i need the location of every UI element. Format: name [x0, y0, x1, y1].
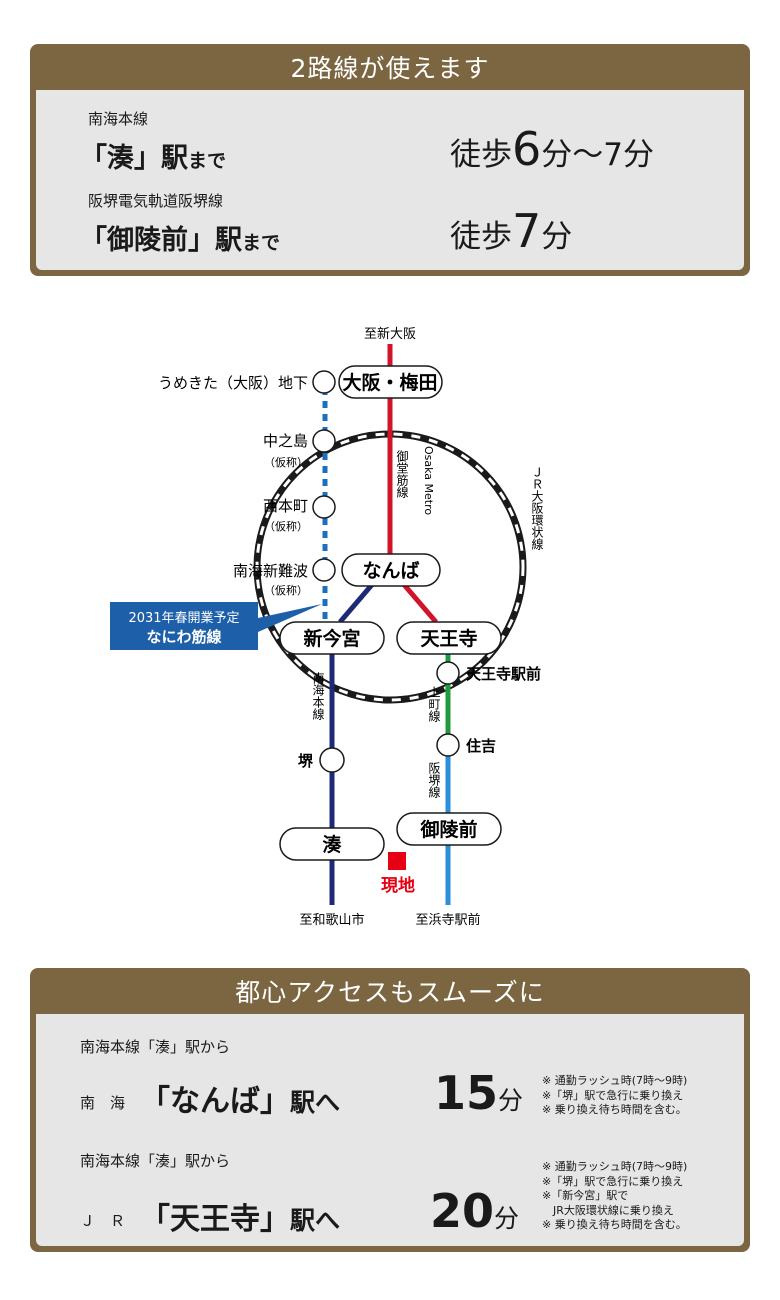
uemachi-line-label: 上町線	[427, 686, 441, 722]
umekita-station	[312, 370, 336, 394]
namba-note: ※「堺」駅で急行に乗り換え	[542, 1088, 684, 1102]
minato-station-label: 「湊」駅まで	[80, 143, 227, 174]
nakanoshima-label: 中之島	[263, 432, 308, 450]
site-marker-icon	[388, 852, 406, 870]
osaka-umeda-label: 大阪・梅田	[342, 371, 437, 394]
tennoji-note: ※「堺」駅で急行に乗り換え	[542, 1174, 684, 1188]
namba-station	[341, 553, 441, 587]
hankai-line-label: 阪堺線	[427, 762, 441, 798]
naniwa-open-label: 2031年春開業予定	[128, 610, 239, 626]
tennoji-ekimae-label: 天王寺駅前	[466, 665, 541, 683]
midosuji-line-name: 御堂筋線	[395, 449, 409, 498]
to-shin-osaka-label: 至新大阪	[364, 326, 416, 342]
city-access-header: 都心アクセスもスムーズに	[235, 978, 545, 1007]
goryomae-label: 御陵前	[419, 818, 477, 841]
access-lines-body: 南海本線 「湊」駅まで 徒歩6分〜7分 阪堺電気軌道阪堺線 「御陵前」駅まで 徒…	[36, 90, 744, 270]
tennoji-label: 天王寺	[420, 628, 477, 650]
tennoji-from-label: 南海本線「湊」駅から	[80, 1152, 231, 1170]
naniwa-callout	[110, 602, 322, 650]
goryomae-walk-time: 徒歩7分	[450, 204, 573, 258]
tennoji-note: JR大阪環状線に乗り換え	[542, 1203, 674, 1217]
access-lines-header: 2路線が使えます	[290, 54, 490, 83]
to-wakayama-label: 至和歌山市	[299, 912, 364, 928]
nankai-to-namba	[338, 578, 378, 624]
tennoji-notes: ※ 通勤ラッシュ時(7時〜9時) ※「堺」駅で急行に乗り換え ※「新今宮」駅で …	[542, 1160, 687, 1233]
naniwa-line-label: なにわ筋線	[146, 628, 221, 646]
shin-imamiya-label: 新今宮	[303, 627, 360, 650]
osaka-umeda-station	[338, 365, 443, 399]
city-access-panel: 都心アクセスもスムーズに 南海本線「湊」駅から 南 海 「なんば」駅へ 15分 …	[30, 968, 750, 1252]
minato-walk-time: 徒歩6分〜7分	[450, 122, 655, 176]
tennoji-note: ※ 通勤ラッシュ時(7時〜9時)	[542, 1160, 688, 1173]
midosuji-line-label: Osaka Metro	[422, 446, 435, 515]
minato-label: 湊	[322, 833, 341, 856]
nankai-line-label: 南海本線	[88, 110, 149, 128]
to-hamadera-label: 至浜寺駅前	[415, 912, 480, 928]
city-access-body: 南海本線「湊」駅から 南 海 「なんば」駅へ 15分 ※ 通勤ラッシュ時(7時〜…	[36, 1014, 744, 1246]
site-label: 現地	[381, 875, 415, 896]
shin-imamiya-station	[279, 621, 385, 655]
nishihonmachi-sub: （仮称）	[264, 519, 308, 533]
nishihonmachi-label: 西本町	[263, 497, 308, 515]
namba-note: ※ 通勤ラッシュ時(7時〜9時)	[542, 1074, 688, 1087]
tennoji-travel-time: 20分	[430, 1184, 520, 1238]
namba-label: なんば	[362, 560, 419, 582]
tennoji-line-label: Ｊ Ｒ	[80, 1212, 126, 1230]
sakai-station	[319, 747, 345, 773]
namba-line-label: 南 海	[80, 1094, 126, 1112]
nishihonmachi-station	[312, 495, 336, 519]
route-map: 至新大阪 至和歌山市 至浜寺駅前 大阪・梅田 うめきた（大阪）地下 中之島 （仮…	[0, 300, 780, 950]
namba-travel-time: 15分	[434, 1066, 524, 1120]
hankai-line-label: 阪堺電気軌道阪堺線	[88, 192, 224, 210]
minato-station	[279, 827, 385, 861]
namba-dest-label: 「なんば」駅へ	[140, 1084, 341, 1119]
nankai-shin-namba-sub: （仮称）	[264, 583, 308, 597]
nankai-shin-namba-station	[312, 558, 336, 582]
nakanoshima-station	[312, 429, 336, 453]
tennoji-dest-label: 「天王寺」駅へ	[140, 1202, 341, 1237]
jr-loop-dash	[255, 432, 525, 702]
nankai-line-label: 南海本線	[311, 671, 325, 720]
midosuji-to-tennoji	[398, 578, 438, 624]
tennoji-ekimae-station	[436, 661, 460, 685]
tennoji-note: ※ 乗り換え待ち時間を含む。	[542, 1218, 687, 1231]
goryomae-station-label: 「御陵前」駅まで	[80, 225, 281, 256]
svg-text:Osaka Metro: Osaka Metro	[422, 446, 435, 515]
route-map-svg: 至新大阪 至和歌山市 至浜寺駅前 大阪・梅田 うめきた（大阪）地下 中之島 （仮…	[110, 326, 544, 928]
sumiyoshi-label: 住吉	[466, 737, 496, 755]
tennoji-station	[396, 621, 502, 655]
nakanoshima-sub: （仮称）	[264, 455, 308, 469]
goryomae-station	[396, 812, 502, 846]
namba-note: ※ 乗り換え待ち時間を含む。	[542, 1103, 687, 1116]
namba-from-label: 南海本線「湊」駅から	[80, 1038, 231, 1056]
access-lines-panel: 2路線が使えます 南海本線 「湊」駅まで 徒歩6分〜7分 阪堺電気軌道阪堺線 「…	[30, 44, 750, 276]
sakai-label: 堺	[298, 752, 314, 770]
tennoji-note: ※「新今宮」駅で	[542, 1189, 629, 1202]
jr-label: ＪＲ	[530, 466, 544, 490]
nankai-shin-namba-label: 南海新難波	[233, 562, 308, 580]
namba-notes: ※ 通勤ラッシュ時(7時〜9時) ※「堺」駅で急行に乗り換え ※ 乗り換え待ち時…	[542, 1074, 687, 1118]
sumiyoshi-station	[436, 733, 460, 757]
umekita-label: うめきた（大阪）地下	[158, 374, 308, 392]
jr-loop-label: 大阪環状線	[530, 490, 544, 550]
